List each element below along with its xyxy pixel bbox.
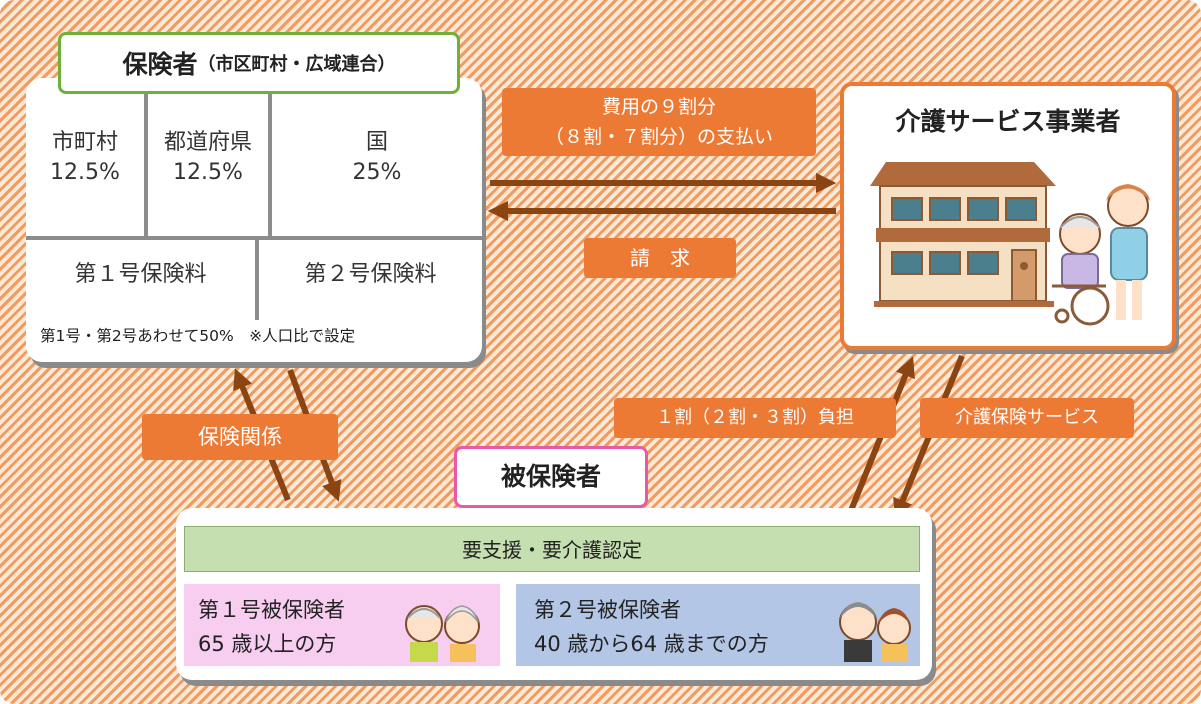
service-label: 介護保険サービス <box>920 398 1134 438</box>
share-percent: 12.5% <box>50 160 120 185</box>
share-label: 都道府県 <box>163 130 252 155</box>
insurer-panel: 市町村 12.5% 都道府県 12.5% 国 25% 第１号保険料 第２号保険料… <box>26 78 482 362</box>
payment-label-line2: （８割・７割分）の支払い <box>544 126 773 148</box>
care-facility-illustration <box>870 162 1150 326</box>
first-insured-line2: 65 歳以上の方 <box>198 632 337 656</box>
elderly-wheelchair-icon <box>1052 213 1110 326</box>
first-premium: 第１号保険料 <box>74 262 207 287</box>
prefecture-share: 都道府県 12.5% <box>148 128 268 188</box>
share-label: 市町村 <box>51 130 118 155</box>
copay-label: １割（２割・３割）負担 <box>614 398 896 438</box>
insurer-title-box: 保険者 （市区町村・広域連合） <box>58 32 460 94</box>
caregiver-icon <box>1106 184 1150 320</box>
share-percent: 12.5% <box>173 160 243 185</box>
insurer-subtitle: （市区町村・広域連合） <box>197 54 396 75</box>
national-share: 国 25% <box>272 128 482 188</box>
premium-note: 第1号・第2号あわせて50% ※人口比で設定 <box>40 327 356 345</box>
insurance-relation-label: 保険関係 <box>142 414 338 460</box>
municipality-share: 市町村 12.5% <box>26 128 144 188</box>
certification-bar: 要支援・要介護認定 <box>184 526 920 572</box>
second-insured-line1: 第２号被保険者 <box>534 598 681 622</box>
building-icon <box>870 162 1056 307</box>
insured-title-box: 被保険者 <box>454 446 648 508</box>
provider-title: 介護サービス事業者 <box>895 107 1121 136</box>
divider <box>144 82 148 240</box>
claim-label: 請 求 <box>584 238 736 278</box>
first-insured-line1: 第１号被保険者 <box>198 598 345 622</box>
divider <box>26 236 482 240</box>
payment-label-line1: 費用の９割分 <box>601 96 716 118</box>
insured-panel: 要支援・要介護認定 第１号被保険者 65 歳以上の方 第２号被保険者 40 歳か… <box>176 508 932 680</box>
elderly-couple-icon <box>405 605 480 662</box>
insured-title: 被保険者 <box>500 462 601 491</box>
second-insured-line2: 40 歳から64 歳までの方 <box>534 632 769 656</box>
provider-panel: 介護サービス事業者 <box>840 82 1176 350</box>
first-insured-box: 第１号被保険者 65 歳以上の方 <box>184 584 500 666</box>
divider <box>255 240 259 320</box>
share-percent: 25% <box>352 160 402 185</box>
middle-aged-couple-icon <box>839 602 911 662</box>
payment-label: 費用の９割分 （８割・７割分）の支払い <box>502 88 816 156</box>
divider <box>268 82 272 240</box>
insurer-title: 保険者 <box>122 50 198 79</box>
share-label: 国 <box>365 130 388 155</box>
second-insured-box: 第２号被保険者 40 歳から64 歳までの方 <box>516 584 920 666</box>
copay-arrow <box>845 356 915 520</box>
second-premium: 第２号保険料 <box>304 262 437 287</box>
